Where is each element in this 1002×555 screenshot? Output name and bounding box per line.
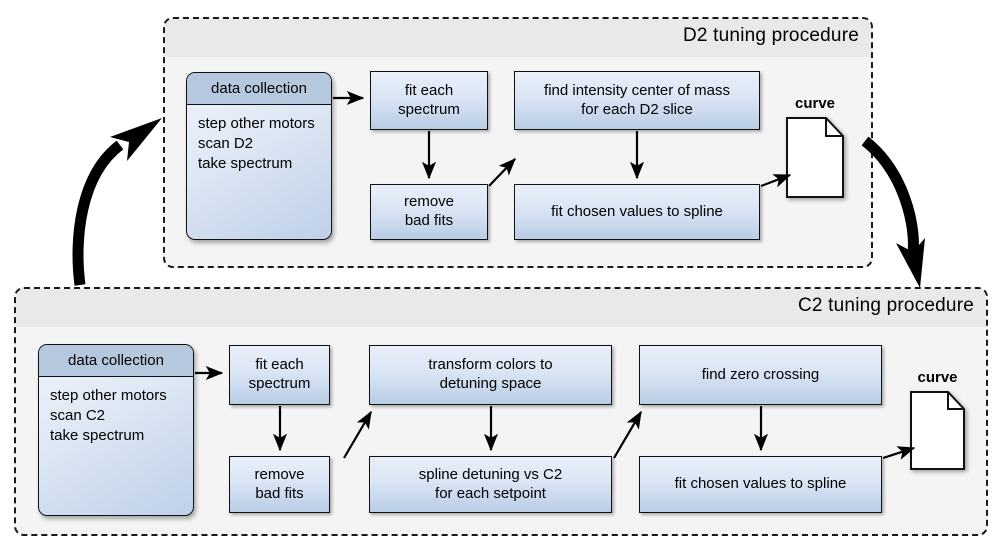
d2-step-find-intensity-center-of-mass[interactable]: find intensity center of mass for each D… bbox=[514, 71, 760, 130]
c2-step-fit-chosen-values-to-spline[interactable]: fit chosen values to spline bbox=[639, 456, 882, 513]
c2-dc-line-3: take spectrum bbox=[50, 426, 145, 444]
c2-zero-line-1: find zero crossing bbox=[701, 365, 820, 383]
c2-data-collection-body: step other motors scan C2 take spectrum bbox=[39, 377, 193, 446]
d2-curve-label: curve bbox=[794, 95, 836, 112]
d2-remove-line-1: remove bbox=[403, 193, 455, 211]
c2-step-transform-colors-to-detuning-space[interactable]: transform colors to detuning space bbox=[369, 345, 612, 405]
c2-fit-line-1: fit each bbox=[255, 356, 304, 374]
c2-fitspline-line-1: fit chosen values to spline bbox=[674, 475, 847, 493]
d2-fit-line-2: spectrum bbox=[398, 100, 460, 118]
c2-fit-line-2: spectrum bbox=[248, 375, 311, 392]
c2-data-collection-box[interactable]: data collection step other motors scan C… bbox=[38, 344, 194, 516]
c2-dc-line-1: step other motors bbox=[50, 387, 167, 404]
d2-com-line-1: find intensity center of mass bbox=[544, 81, 730, 99]
c2-curve-label: curve bbox=[917, 369, 958, 386]
d2-data-collection-box[interactable]: data collection step other motors scan D… bbox=[186, 72, 332, 240]
d2-fit-line-1: fit each bbox=[404, 81, 454, 99]
d2-output-curve[interactable]: curve bbox=[786, 95, 844, 198]
c2-step-fit-each-spectrum[interactable]: fit each spectrum bbox=[229, 345, 330, 405]
document-icon bbox=[786, 117, 844, 198]
d2-title-bar bbox=[165, 19, 871, 57]
d2-data-collection-body: step other motors scan D2 take spectrum bbox=[187, 105, 331, 174]
d2-spline-line-1: fit chosen values to spline bbox=[551, 202, 723, 220]
c2-output-curve[interactable]: curve bbox=[910, 369, 965, 470]
loop-arrow-c2-to-d2 bbox=[72, 118, 162, 286]
c2-title-bar bbox=[16, 289, 986, 327]
d2-dc-line-3: take spectrum bbox=[198, 154, 293, 172]
c2-step-spline-detuning-vs-c2[interactable]: spline detuning vs C2 for each setpoint bbox=[369, 456, 612, 513]
document-icon bbox=[910, 391, 965, 470]
d2-step-fit-each-spectrum[interactable]: fit each spectrum bbox=[370, 71, 488, 130]
d2-procedure-title: D2 tuning procedure bbox=[683, 25, 859, 46]
c2-remove-line-2: bad fits bbox=[255, 484, 304, 502]
d2-dc-line-1: step other motors bbox=[198, 115, 315, 132]
c2-dc-line-2: scan C2 bbox=[50, 406, 106, 424]
d2-step-remove-bad-fits[interactable]: remove bad fits bbox=[370, 184, 488, 240]
c2-spline-line-1: spline detuning vs C2 bbox=[418, 465, 563, 483]
c2-transform-line-1: transform colors to bbox=[428, 356, 553, 374]
d2-step-fit-chosen-values-to-spline[interactable]: fit chosen values to spline bbox=[514, 184, 760, 240]
d2-com-line-2: for each D2 slice bbox=[581, 100, 693, 118]
d2-data-collection-header: data collection bbox=[187, 73, 331, 105]
c2-step-find-zero-crossing[interactable]: find zero crossing bbox=[639, 345, 882, 405]
c2-transform-line-2: detuning space bbox=[439, 375, 542, 392]
c2-procedure-title: C2 tuning procedure bbox=[798, 295, 974, 316]
c2-data-collection-header: data collection bbox=[39, 345, 193, 377]
c2-remove-line-1: remove bbox=[254, 465, 305, 483]
c2-step-remove-bad-fits[interactable]: remove bad fits bbox=[229, 456, 330, 513]
d2-remove-line-2: bad fits bbox=[404, 212, 454, 229]
loop-arrow-d2-to-c2 bbox=[861, 136, 925, 288]
c2-spline-line-2: for each setpoint bbox=[435, 484, 546, 502]
d2-dc-line-2: scan D2 bbox=[198, 134, 254, 152]
